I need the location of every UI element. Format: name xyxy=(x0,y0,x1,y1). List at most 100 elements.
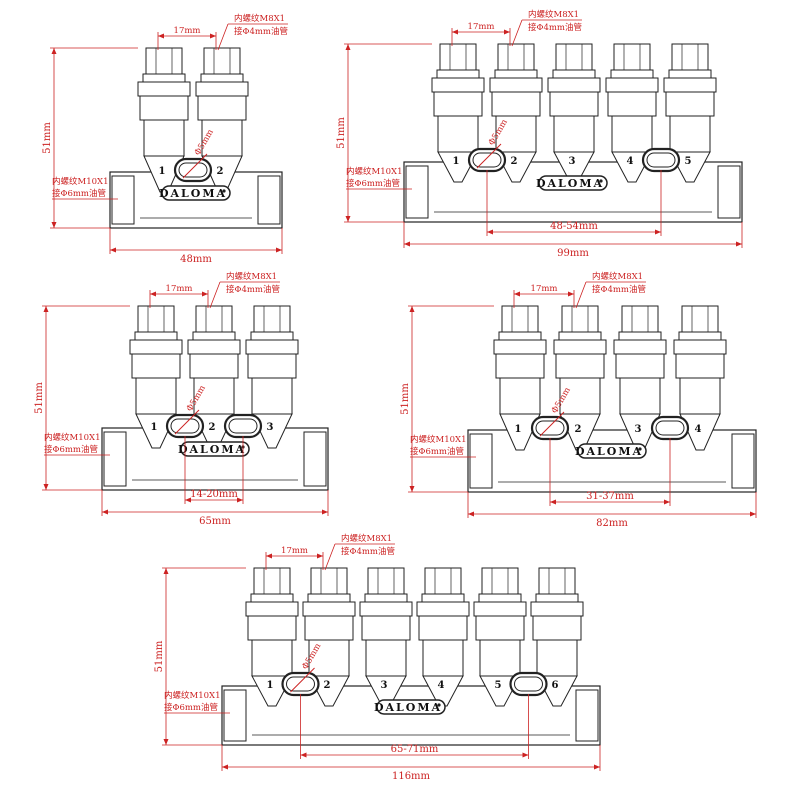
port-number: 1 xyxy=(515,424,522,435)
port-number: 1 xyxy=(159,166,166,177)
valve-cap xyxy=(530,601,584,617)
height-label: 51mm xyxy=(400,383,411,415)
outlet-column-3: 3 xyxy=(547,43,601,183)
valve-body xyxy=(197,95,247,121)
valve-stem xyxy=(251,639,293,677)
fitting-nut xyxy=(137,305,175,333)
thread-leader xyxy=(324,543,336,571)
port-tube-label: 接Φ4mm油管 xyxy=(226,284,280,295)
fitting-nut xyxy=(424,567,462,595)
slot-arrow xyxy=(185,497,191,503)
valve-cap xyxy=(673,339,727,355)
pitch-arrow xyxy=(452,29,458,35)
slot-arrow xyxy=(237,497,243,503)
width-label: 65mm xyxy=(199,516,231,527)
mounting-slot-inner xyxy=(655,420,685,436)
inlet-thread-label: 内螺纹M10X1 xyxy=(410,434,466,445)
width-label: 82mm xyxy=(596,518,628,529)
outlet-column-5: 5 xyxy=(473,567,527,707)
height-arrow xyxy=(409,306,415,312)
valve-cap xyxy=(187,339,241,355)
port-number: 3 xyxy=(569,156,576,167)
fitting-collar xyxy=(610,69,654,79)
mounting-slot xyxy=(223,413,263,439)
inlet-boss-right xyxy=(257,175,281,225)
inlet-thread-label: 内螺纹M10X1 xyxy=(44,432,100,443)
slot-spacing-label: 65-71mm xyxy=(391,744,439,755)
port-thread-label: 内螺纹M8X1 xyxy=(592,271,643,282)
fitting-collar xyxy=(134,331,178,341)
brand-plate xyxy=(161,185,231,201)
valve-stem xyxy=(437,115,479,153)
fitting-nut xyxy=(253,305,291,333)
fitting-nut xyxy=(439,43,477,71)
fitting-nut xyxy=(681,305,719,333)
fitting-collar xyxy=(364,593,408,603)
outlet-column-4: 4 xyxy=(605,43,659,183)
width-label: 116mm xyxy=(392,771,431,782)
valve-funnel xyxy=(135,413,177,449)
valve-stem xyxy=(619,377,661,415)
port-number: 1 xyxy=(267,680,274,691)
brand-plate xyxy=(376,699,446,715)
valve-stem xyxy=(143,119,185,157)
fitting-nut xyxy=(203,47,241,75)
pitch-arrow xyxy=(210,33,216,39)
mounting-slot-inner xyxy=(472,152,502,168)
inlet-thread-label: 内螺纹M10X1 xyxy=(346,166,402,177)
inlet-boss-left xyxy=(223,689,247,742)
brand-label: DALOMA xyxy=(575,445,643,458)
valve-stem xyxy=(201,119,243,157)
outlet-column-3: 3 xyxy=(359,567,413,707)
pitch-arrow xyxy=(158,33,164,39)
outlet-column-2: 2 xyxy=(187,305,241,449)
valve-cap xyxy=(245,601,299,617)
port-number: 3 xyxy=(635,424,642,435)
mounting-slot xyxy=(165,413,205,439)
mounting-slot-inner xyxy=(514,676,543,692)
fitting-collar xyxy=(558,331,602,341)
outlet-column-4: 4 xyxy=(416,567,470,707)
pitch-arrow xyxy=(202,291,208,297)
slot-arrow xyxy=(655,229,661,235)
mounting-slot xyxy=(467,147,507,173)
valve-stem xyxy=(499,377,541,415)
valve-body xyxy=(495,353,545,379)
valve-stem xyxy=(559,377,601,415)
valve-funnel xyxy=(679,413,721,451)
valve-cap xyxy=(489,77,543,93)
height-arrow xyxy=(345,216,351,222)
inlet-boss-left xyxy=(103,431,127,487)
fitting-nut xyxy=(253,567,291,595)
height-label: 51mm xyxy=(42,122,53,154)
valve-stem xyxy=(669,115,711,153)
fitting-collar xyxy=(498,331,542,341)
valve-body xyxy=(139,95,189,121)
fitting-nut xyxy=(367,567,405,595)
fitting-collar xyxy=(668,69,712,79)
slot-arrow xyxy=(664,499,670,505)
brand-registered-mark xyxy=(437,703,441,707)
pitch-label: 17mm xyxy=(166,284,193,294)
port-tube-label: 接Φ4mm油管 xyxy=(592,284,646,295)
mounting-slot xyxy=(530,415,570,441)
mounting-slot xyxy=(650,415,690,441)
mounting-slot xyxy=(509,671,548,697)
brand-label: DALOMA xyxy=(159,187,227,200)
brand-plate xyxy=(180,441,250,457)
inlet-boss-left xyxy=(405,165,429,219)
valve-body xyxy=(665,91,715,117)
inlet-tube-label: 接Φ6mm油管 xyxy=(346,178,400,189)
pitch-arrow xyxy=(568,291,574,297)
fitting-collar xyxy=(142,73,186,83)
fitting-collar xyxy=(200,73,244,83)
brand-plate xyxy=(577,443,647,459)
slot-spacing-label: 14-20mm xyxy=(190,489,238,500)
outlet-column-2: 2 xyxy=(489,43,543,183)
slot-spacing-label: 31-37mm xyxy=(586,491,634,502)
port-number: 3 xyxy=(267,422,274,433)
width-label: 99mm xyxy=(557,248,589,259)
valve-cap xyxy=(663,77,717,93)
mounting-slot xyxy=(641,147,681,173)
